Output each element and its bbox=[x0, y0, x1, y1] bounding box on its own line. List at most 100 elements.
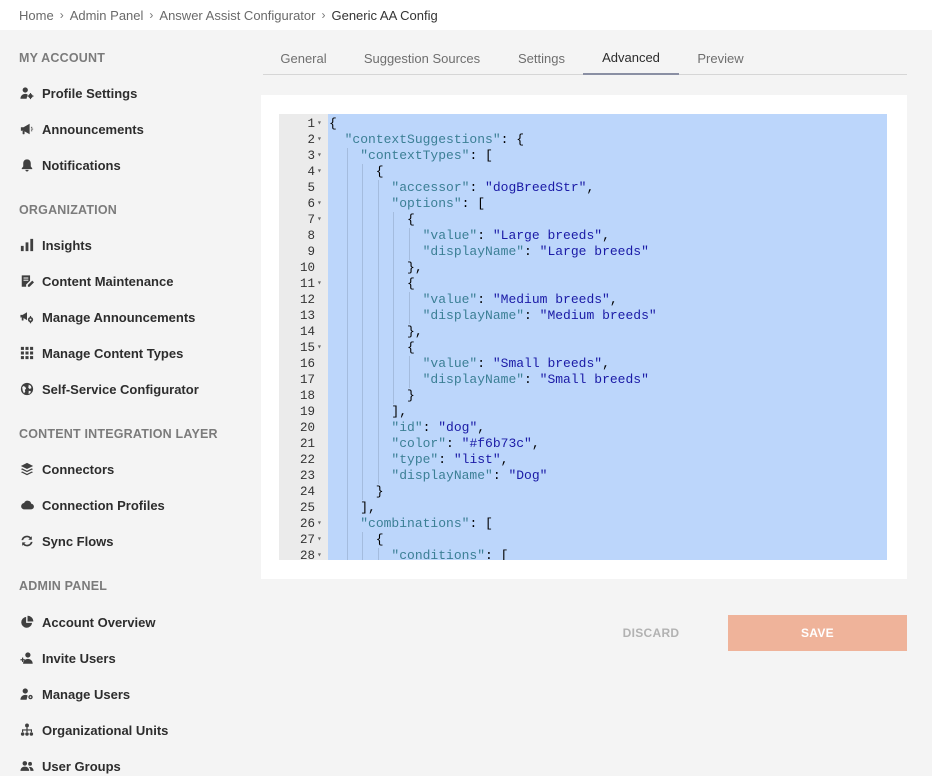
sidebar-item-content-maintenance[interactable]: Content Maintenance bbox=[19, 271, 173, 291]
tab-general[interactable]: General bbox=[280, 51, 327, 66]
fold-toggle-icon[interactable]: ▾ bbox=[317, 519, 322, 528]
line-number: 2 bbox=[307, 133, 315, 147]
line-number: 21 bbox=[299, 437, 315, 451]
sidebar-item-label: Announcements bbox=[42, 121, 144, 137]
sidebar-item-label: Manage Users bbox=[42, 686, 131, 702]
sidebar-item-label: Notifications bbox=[42, 157, 121, 173]
fold-toggle-icon[interactable]: ▾ bbox=[317, 199, 322, 208]
code-text: "color": "#f6b73c", bbox=[391, 436, 540, 451]
code-line: 24 } bbox=[279, 484, 887, 500]
fold-toggle-icon[interactable]: ▾ bbox=[317, 215, 322, 224]
sidebar-item-user-groups[interactable]: User Groups bbox=[19, 756, 121, 776]
code-text: { bbox=[329, 164, 384, 179]
fold-toggle-icon[interactable]: ▾ bbox=[317, 279, 322, 288]
fold-toggle-icon[interactable]: ▾ bbox=[317, 151, 322, 160]
line-number: 10 bbox=[299, 261, 315, 275]
breadcrumb-answer-assist-configurator[interactable]: Answer Assist Configurator bbox=[159, 7, 316, 23]
sidebar-item-sync-flows[interactable]: Sync Flows bbox=[19, 531, 114, 551]
breadcrumb-separator: › bbox=[59, 8, 64, 22]
fold-toggle-icon[interactable]: ▾ bbox=[317, 535, 322, 544]
sidebar-item-label: Connectors bbox=[42, 461, 115, 477]
code-text: { bbox=[329, 340, 415, 355]
tab-advanced[interactable]: Advanced bbox=[583, 42, 679, 75]
code-line: 7▾ { bbox=[279, 212, 887, 228]
sidebar-item-manage-users[interactable]: Manage Users bbox=[19, 684, 130, 704]
code-line: 5 "accessor": "dogBreedStr", bbox=[279, 180, 887, 196]
org-chart-icon bbox=[19, 722, 35, 738]
code-text: { bbox=[329, 276, 415, 291]
json-code-editor[interactable]: 1▾{2▾ "contextSuggestions": {3▾ "context… bbox=[279, 114, 887, 560]
code-text: "displayName": "Large breeds" bbox=[422, 244, 649, 259]
sidebar-item-organizational-units[interactable]: Organizational Units bbox=[19, 720, 168, 740]
breadcrumb-admin-panel[interactable]: Admin Panel bbox=[69, 7, 144, 23]
save-button[interactable]: SAVE bbox=[728, 615, 907, 651]
code-line: 9 "displayName": "Large breeds" bbox=[279, 244, 887, 260]
sidebar-item-connection-profiles[interactable]: Connection Profiles bbox=[19, 495, 165, 515]
sidebar-item-notifications[interactable]: Notifications bbox=[19, 155, 121, 175]
fold-toggle-icon[interactable]: ▾ bbox=[317, 343, 322, 352]
breadcrumb-home[interactable]: Home bbox=[19, 7, 54, 23]
code-line: 28▾ "conditions": [ bbox=[279, 548, 887, 560]
code-text: "combinations": [ bbox=[360, 516, 493, 531]
code-line: 17 "displayName": "Small breeds" bbox=[279, 372, 887, 388]
sidebar-section-content-integration-layer: CONTENT INTEGRATION LAYER bbox=[19, 427, 218, 441]
discard-button[interactable]: DISCARD bbox=[622, 626, 680, 640]
indent-guide bbox=[346, 148, 348, 560]
sidebar-item-invite-users[interactable]: Invite Users bbox=[19, 648, 116, 668]
tab-bar: General Suggestion Sources Settings Adva… bbox=[263, 42, 907, 75]
code-line: 11▾ { bbox=[279, 276, 887, 292]
fold-toggle-icon[interactable]: ▾ bbox=[317, 551, 322, 560]
fold-toggle-icon[interactable]: ▾ bbox=[317, 135, 322, 144]
document-edit-icon bbox=[19, 273, 35, 289]
line-number: 28 bbox=[299, 549, 315, 560]
sidebar-section-admin-panel: ADMIN PANEL bbox=[19, 579, 108, 593]
breadcrumb-separator: › bbox=[149, 8, 154, 22]
code-line: 3▾ "contextTypes": [ bbox=[279, 148, 887, 164]
indent-guide bbox=[409, 356, 410, 388]
code-text: "value": "Large breeds", bbox=[422, 228, 610, 243]
code-line: 18 } bbox=[279, 388, 887, 404]
tab-preview[interactable]: Preview bbox=[697, 51, 744, 66]
breadcrumb: Home › Admin Panel › Answer Assist Confi… bbox=[0, 0, 932, 30]
line-number: 26 bbox=[299, 517, 315, 531]
code-text: ], bbox=[329, 500, 376, 515]
indent-guide bbox=[377, 548, 379, 560]
sidebar-item-manage-content-types[interactable]: Manage Content Types bbox=[19, 343, 183, 363]
code-text: "conditions": [ bbox=[391, 548, 509, 560]
line-number-gutter bbox=[279, 114, 328, 560]
code-line: 8 "value": "Large breeds", bbox=[279, 228, 887, 244]
code-line: 27▾ { bbox=[279, 532, 887, 548]
tab-settings[interactable]: Settings bbox=[518, 51, 565, 66]
code-line: 21 "color": "#f6b73c", bbox=[279, 436, 887, 452]
code-line: 1▾{ bbox=[279, 116, 887, 132]
code-text: "type": "list", bbox=[391, 452, 509, 467]
line-number: 18 bbox=[299, 389, 315, 403]
code-line: 26▾ "combinations": [ bbox=[279, 516, 887, 532]
sidebar-item-connectors[interactable]: Connectors bbox=[19, 459, 114, 479]
code-text: } bbox=[329, 484, 384, 499]
sidebar-item-account-overview[interactable]: Account Overview bbox=[19, 612, 155, 632]
indent-guide bbox=[409, 228, 410, 260]
code-line: 19 ], bbox=[279, 404, 887, 420]
code-selection[interactable] bbox=[328, 114, 887, 560]
line-number: 22 bbox=[299, 453, 315, 467]
fold-toggle-icon[interactable]: ▾ bbox=[317, 119, 322, 128]
tab-suggestion-sources[interactable]: Suggestion Sources bbox=[363, 51, 481, 66]
code-line: 6▾ "options": [ bbox=[279, 196, 887, 212]
sidebar-item-label: Profile Settings bbox=[42, 85, 138, 101]
code-line: 23 "displayName": "Dog" bbox=[279, 468, 887, 484]
code-text: "id": "dog", bbox=[391, 420, 486, 435]
code-text: "value": "Small breeds", bbox=[422, 356, 610, 371]
cloud-icon bbox=[19, 497, 35, 513]
sidebar-item-self-service-configurator[interactable]: Self-Service Configurator bbox=[19, 379, 199, 399]
sidebar-item-label: Connection Profiles bbox=[42, 497, 165, 513]
grid-icon bbox=[19, 345, 35, 361]
breadcrumb-current: Generic AA Config bbox=[331, 7, 438, 23]
code-line: 22 "type": "list", bbox=[279, 452, 887, 468]
sidebar-item-announcements[interactable]: Announcements bbox=[19, 119, 144, 139]
users-icon bbox=[19, 758, 35, 774]
sidebar-item-profile-settings[interactable]: Profile Settings bbox=[19, 83, 137, 103]
sidebar-item-insights[interactable]: Insights bbox=[19, 235, 92, 255]
fold-toggle-icon[interactable]: ▾ bbox=[317, 167, 322, 176]
sidebar-item-manage-announcements[interactable]: Manage Announcements bbox=[19, 307, 195, 327]
